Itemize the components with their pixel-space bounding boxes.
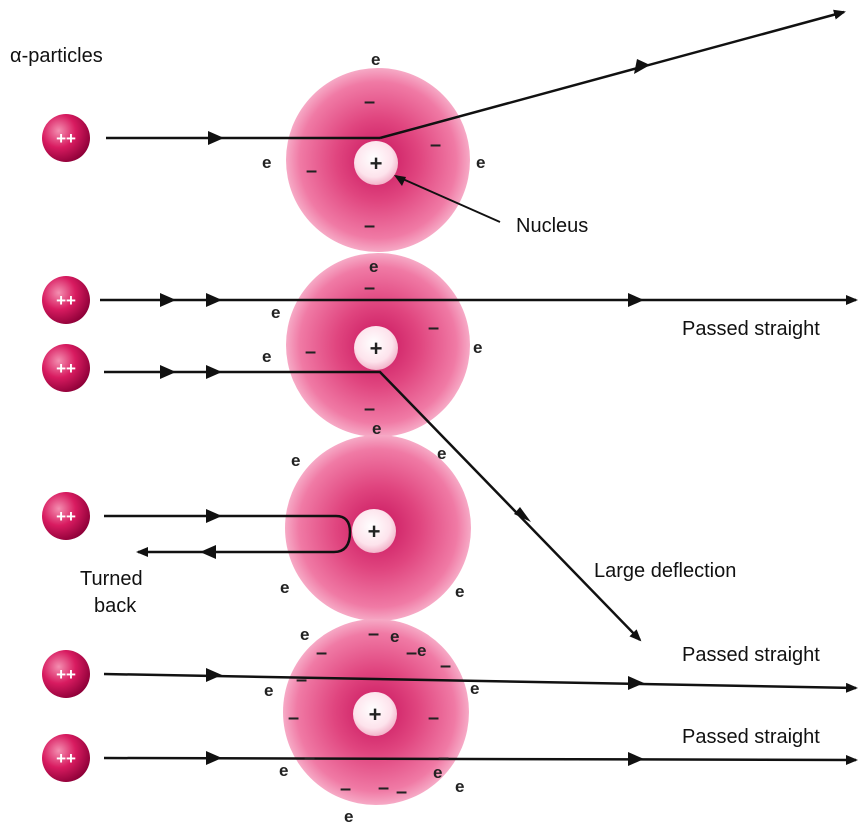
svg-text:e: e <box>280 578 289 597</box>
svg-text:–: – <box>306 160 317 182</box>
passed-straight-label-3: Passed straight <box>682 726 820 748</box>
svg-text:e: e <box>262 347 271 366</box>
trajectory-small-deflection <box>106 12 844 145</box>
svg-text:–: – <box>440 655 451 677</box>
svg-text:++: ++ <box>56 749 76 768</box>
svg-text:–: – <box>428 317 439 339</box>
alpha-particle-1: ++ <box>42 114 90 162</box>
svg-text:–: – <box>304 747 315 769</box>
svg-text:–: – <box>364 215 375 237</box>
svg-text:–: – <box>305 341 316 363</box>
svg-text:e: e <box>344 807 353 825</box>
trajectory-passed-straight-top <box>100 293 856 307</box>
nucleus-label: Nucleus <box>516 215 588 237</box>
svg-text:e: e <box>271 303 280 322</box>
svg-text:e: e <box>417 641 426 660</box>
svg-text:++: ++ <box>56 665 76 684</box>
svg-text:e: e <box>473 338 482 357</box>
svg-text:e: e <box>470 679 479 698</box>
svg-text:–: – <box>378 777 389 799</box>
svg-text:e: e <box>264 681 273 700</box>
svg-text:–: – <box>406 642 417 664</box>
alpha-particle-4: ++ <box>42 492 90 540</box>
svg-text:–: – <box>364 277 375 299</box>
svg-text:e: e <box>291 451 300 470</box>
svg-text:–: – <box>296 669 307 691</box>
alpha-particle-2: ++ <box>42 276 90 324</box>
passed-straight-label-1: Passed straight <box>682 318 820 340</box>
nucleus-plus-2: + <box>370 336 383 361</box>
svg-text:e: e <box>369 257 378 276</box>
svg-text:–: – <box>396 781 407 803</box>
svg-text:–: – <box>364 91 375 113</box>
svg-text:e: e <box>371 50 380 69</box>
alpha-particle-6: ++ <box>42 734 90 782</box>
alpha-particles-label: α-particles <box>10 45 103 67</box>
svg-text:e: e <box>455 582 464 601</box>
trajectory-passed-straight-bottom <box>104 751 856 766</box>
svg-text:e: e <box>476 153 485 172</box>
nucleus-plus-4: + <box>369 702 382 727</box>
svg-text:++: ++ <box>56 129 76 148</box>
svg-text:–: – <box>430 134 441 156</box>
turned-back-label-line1: Turned <box>80 568 143 590</box>
svg-text:–: – <box>364 398 375 420</box>
passed-straight-label-2: Passed straight <box>682 644 820 666</box>
svg-text:e: e <box>262 153 271 172</box>
trajectory-passed-straight-middle <box>104 668 856 690</box>
svg-text:e: e <box>433 763 442 782</box>
svg-text:–: – <box>316 642 327 664</box>
svg-text:e: e <box>390 627 399 646</box>
alpha-particle-5: ++ <box>42 650 90 698</box>
svg-text:e: e <box>279 761 288 780</box>
svg-text:–: – <box>340 778 351 800</box>
svg-text:–: – <box>428 707 439 729</box>
large-deflection-label: Large deflection <box>594 560 736 582</box>
svg-text:e: e <box>455 777 464 796</box>
svg-text:–: – <box>368 623 379 645</box>
svg-text:++: ++ <box>56 291 76 310</box>
svg-text:e: e <box>300 625 309 644</box>
nucleus-plus-1: + <box>370 151 383 176</box>
alpha-particle-3: ++ <box>42 344 90 392</box>
nucleus-plus-3: + <box>368 519 381 544</box>
svg-text:++: ++ <box>56 359 76 378</box>
svg-text:e: e <box>372 419 381 438</box>
svg-text:–: – <box>288 707 299 729</box>
svg-text:e: e <box>437 444 446 463</box>
turned-back-label-line2: back <box>94 595 137 617</box>
svg-text:++: ++ <box>56 507 76 526</box>
